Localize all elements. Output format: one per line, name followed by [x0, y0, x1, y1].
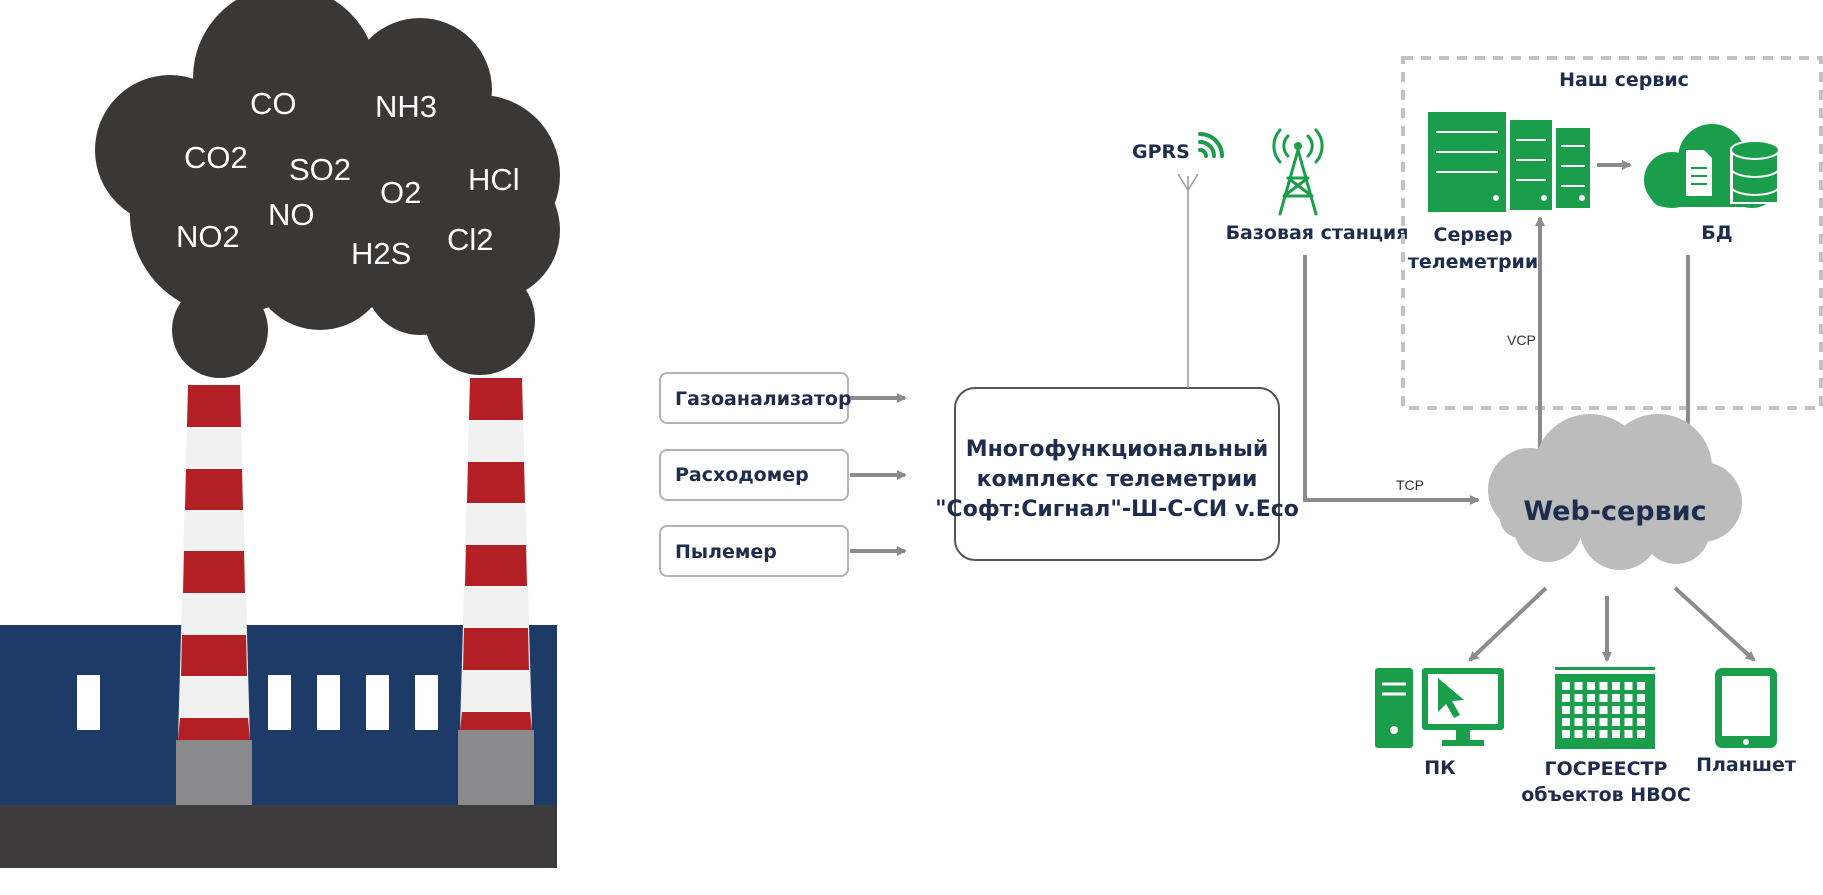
registry-window — [1599, 694, 1608, 702]
gprs-signal-icon — [1198, 132, 1224, 158]
registry-window — [1612, 682, 1620, 690]
registry-window — [1599, 718, 1608, 726]
left-chimney — [176, 385, 252, 805]
registry-window — [1562, 718, 1570, 726]
flowmeter-box — [659, 449, 849, 501]
registry-window — [1587, 682, 1595, 690]
gas-label-so2: SO2 — [289, 152, 351, 187]
web-service-label: Web-сервис — [1523, 496, 1706, 527]
gas-label-cl2: Cl2 — [447, 222, 494, 257]
registry-window — [1562, 694, 1570, 702]
registry-window — [1574, 694, 1583, 702]
gas-label-no2: NO2 — [176, 219, 240, 254]
registry-window — [1574, 682, 1583, 690]
registry-window — [1612, 730, 1620, 738]
registry-window — [1574, 730, 1583, 738]
registry-building-icon — [1555, 667, 1655, 749]
gas-label-h2s: H2S — [351, 236, 411, 271]
base-station: Базовая станция — [1226, 128, 1409, 244]
tablet-icon — [1715, 668, 1777, 748]
base-station-label: Базовая станция — [1226, 222, 1409, 244]
gas-analyzer-box — [659, 372, 849, 424]
gas-analyzer-label: Газоанализатор — [675, 388, 852, 410]
arrow-web-to-tablet — [1673, 586, 1756, 662]
tcp-label: TCP — [1396, 477, 1424, 493]
arrow-tcp — [1303, 255, 1480, 505]
registry-window — [1637, 694, 1645, 702]
gas-label-o2: O2 — [380, 175, 421, 210]
registry-window — [1587, 694, 1595, 702]
registry-window — [1612, 694, 1620, 702]
registry-window — [1624, 718, 1633, 726]
registry-window — [1637, 682, 1645, 690]
web-service-cloud — [1488, 414, 1742, 570]
factory-ground — [0, 805, 557, 868]
registry-window — [1562, 730, 1570, 738]
registry-window — [1587, 718, 1595, 726]
factory-illustration: CO NH3 CO2 SO2 O2 HCl NO2 NO H2S Cl2 — [0, 0, 560, 868]
our-service-dashed-border — [1401, 56, 1823, 410]
telemetry-server-line-1: Сервер — [1434, 224, 1513, 246]
arrow-web-to-pc — [1468, 586, 1548, 662]
pc-label: ПК — [1424, 757, 1456, 779]
gas-label-no: NO — [268, 197, 315, 232]
gprs-label: GPRS — [1132, 141, 1190, 163]
registry-window — [1637, 706, 1645, 714]
pc-icon — [1375, 668, 1504, 748]
registry-window — [1624, 694, 1633, 702]
gas-labels: CO NH3 CO2 SO2 O2 HCl NO2 NO H2S Cl2 — [176, 86, 520, 271]
registry-window — [1599, 706, 1608, 714]
dust-meter-label: Пылемер — [675, 541, 777, 563]
complex-line-3: "Софт:Сигнал"-Ш-С-СИ v.Eco — [935, 497, 1299, 522]
registry-window — [1574, 718, 1583, 726]
telemetry-complex: Многофункциональный комплекс телеметрии … — [935, 387, 1299, 561]
flowmeter-label: Расходомер — [675, 464, 809, 486]
gas-label-co2: CO2 — [184, 140, 248, 175]
registry-window — [1574, 706, 1583, 714]
registry-window — [1599, 730, 1608, 738]
complex-line-2: комплекс телеметрии — [977, 467, 1258, 492]
telemetry-server-line-2: телеметрии — [1408, 251, 1538, 273]
database-cloud-icon — [1644, 124, 1780, 208]
registry-line-1: ГОСРЕЕСТР — [1545, 758, 1668, 780]
dust-meter-box — [659, 525, 849, 577]
registry-window — [1587, 706, 1595, 714]
server-rack-icon — [1428, 112, 1590, 212]
registry-window — [1599, 682, 1608, 690]
our-service-title: Наш сервис — [1559, 69, 1689, 91]
complex-line-1: Многофункциональный — [966, 437, 1269, 462]
our-service-region: Наш сервис Сервер телеметрии — [1401, 56, 1823, 410]
registry-window — [1612, 718, 1620, 726]
registry-line-2: объектов НВОС — [1521, 784, 1691, 806]
sensor-inputs: Газоанализатор Расходомер Пылемер — [659, 372, 907, 577]
gas-label-co: CO — [250, 86, 297, 121]
telemetry-complex-box — [954, 387, 1280, 561]
registry-roof-line — [1555, 670, 1655, 674]
factory-windows — [77, 675, 438, 730]
tablet-label: Планшет — [1696, 754, 1796, 776]
registry-window — [1637, 718, 1645, 726]
registry-window — [1612, 706, 1620, 714]
cell-tower-icon — [1272, 128, 1324, 216]
registry-window — [1637, 730, 1645, 738]
registry-window — [1624, 706, 1633, 714]
smoke-cloud — [95, 0, 560, 378]
gas-label-nh3: NH3 — [375, 89, 437, 124]
gas-label-hcl: HCl — [468, 162, 520, 197]
registry-window — [1562, 706, 1570, 714]
gprs-antenna: GPRS — [1132, 132, 1224, 388]
registry-window — [1624, 730, 1633, 738]
registry-window — [1587, 730, 1595, 738]
registry-window — [1562, 682, 1570, 690]
registry-window — [1624, 682, 1633, 690]
db-label: БД — [1701, 222, 1732, 244]
vcp-label: VCP — [1507, 332, 1536, 348]
right-chimney — [458, 378, 534, 805]
